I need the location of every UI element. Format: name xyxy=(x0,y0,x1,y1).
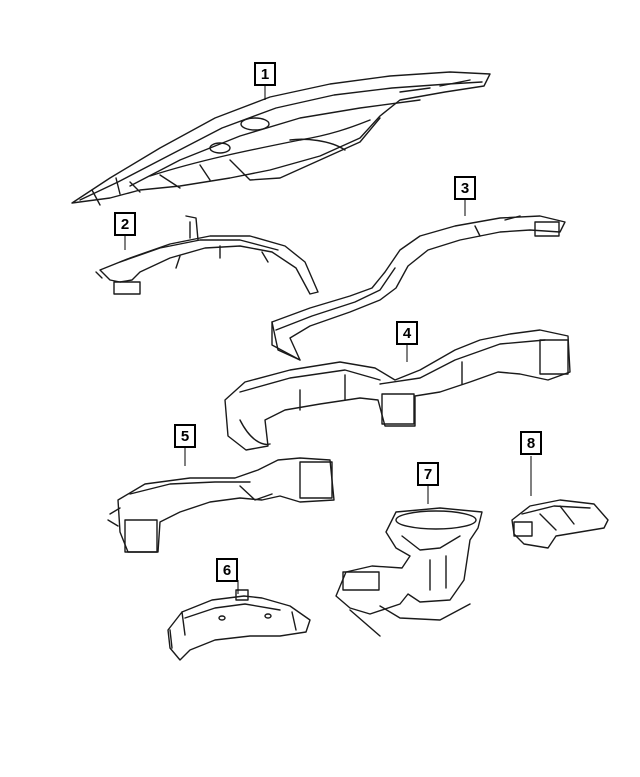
part-5-rear-duct[interactable] xyxy=(107,457,335,553)
callout-4: 4 xyxy=(396,321,418,345)
callout-2: 2 xyxy=(114,212,136,236)
callout-6: 6 xyxy=(216,558,238,582)
part-7-heater-outlet[interactable] xyxy=(335,507,483,637)
callout-7: 7 xyxy=(417,462,439,486)
part-3-center-s-duct[interactable] xyxy=(271,215,566,361)
callout-5: 5 xyxy=(174,424,196,448)
part-6-small-floor-duct[interactable] xyxy=(167,589,311,661)
callout-3: 3 xyxy=(454,176,476,200)
part-1-main-dash-duct[interactable] xyxy=(71,71,491,206)
part-2-left-curved-duct[interactable] xyxy=(95,215,319,295)
part-4-large-floor-duct[interactable] xyxy=(224,329,571,451)
part-8-side-vent-duct[interactable] xyxy=(511,499,609,549)
callout-8: 8 xyxy=(520,431,542,455)
callout-1: 1 xyxy=(254,62,276,86)
